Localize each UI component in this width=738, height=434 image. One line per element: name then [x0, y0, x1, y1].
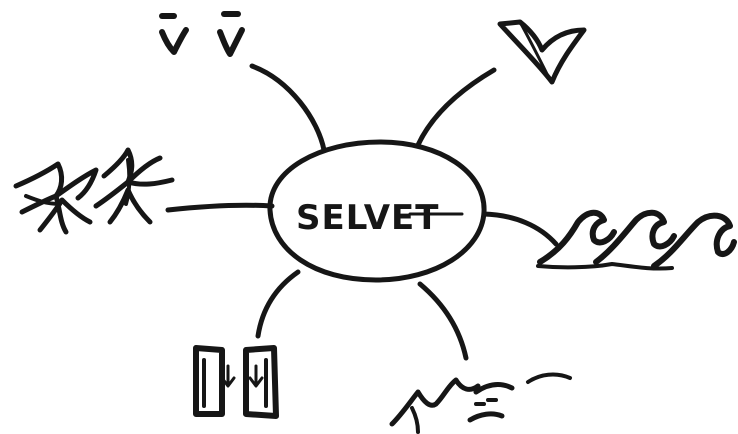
connector-bird	[418, 70, 494, 145]
connector-waves	[484, 214, 556, 244]
center-node: SELVET	[270, 142, 484, 280]
connector-splash	[420, 284, 466, 358]
center-label: SELVET	[296, 198, 439, 238]
waves-icon	[538, 213, 734, 269]
splash-icon	[392, 375, 570, 432]
flowers-icon	[16, 150, 172, 232]
connector-doors	[258, 272, 298, 336]
doors-icon	[196, 348, 276, 416]
eyes-icon	[162, 14, 242, 54]
connector-eyes	[252, 66, 324, 150]
connector-flowers	[168, 205, 272, 210]
bird-icon	[500, 22, 584, 82]
